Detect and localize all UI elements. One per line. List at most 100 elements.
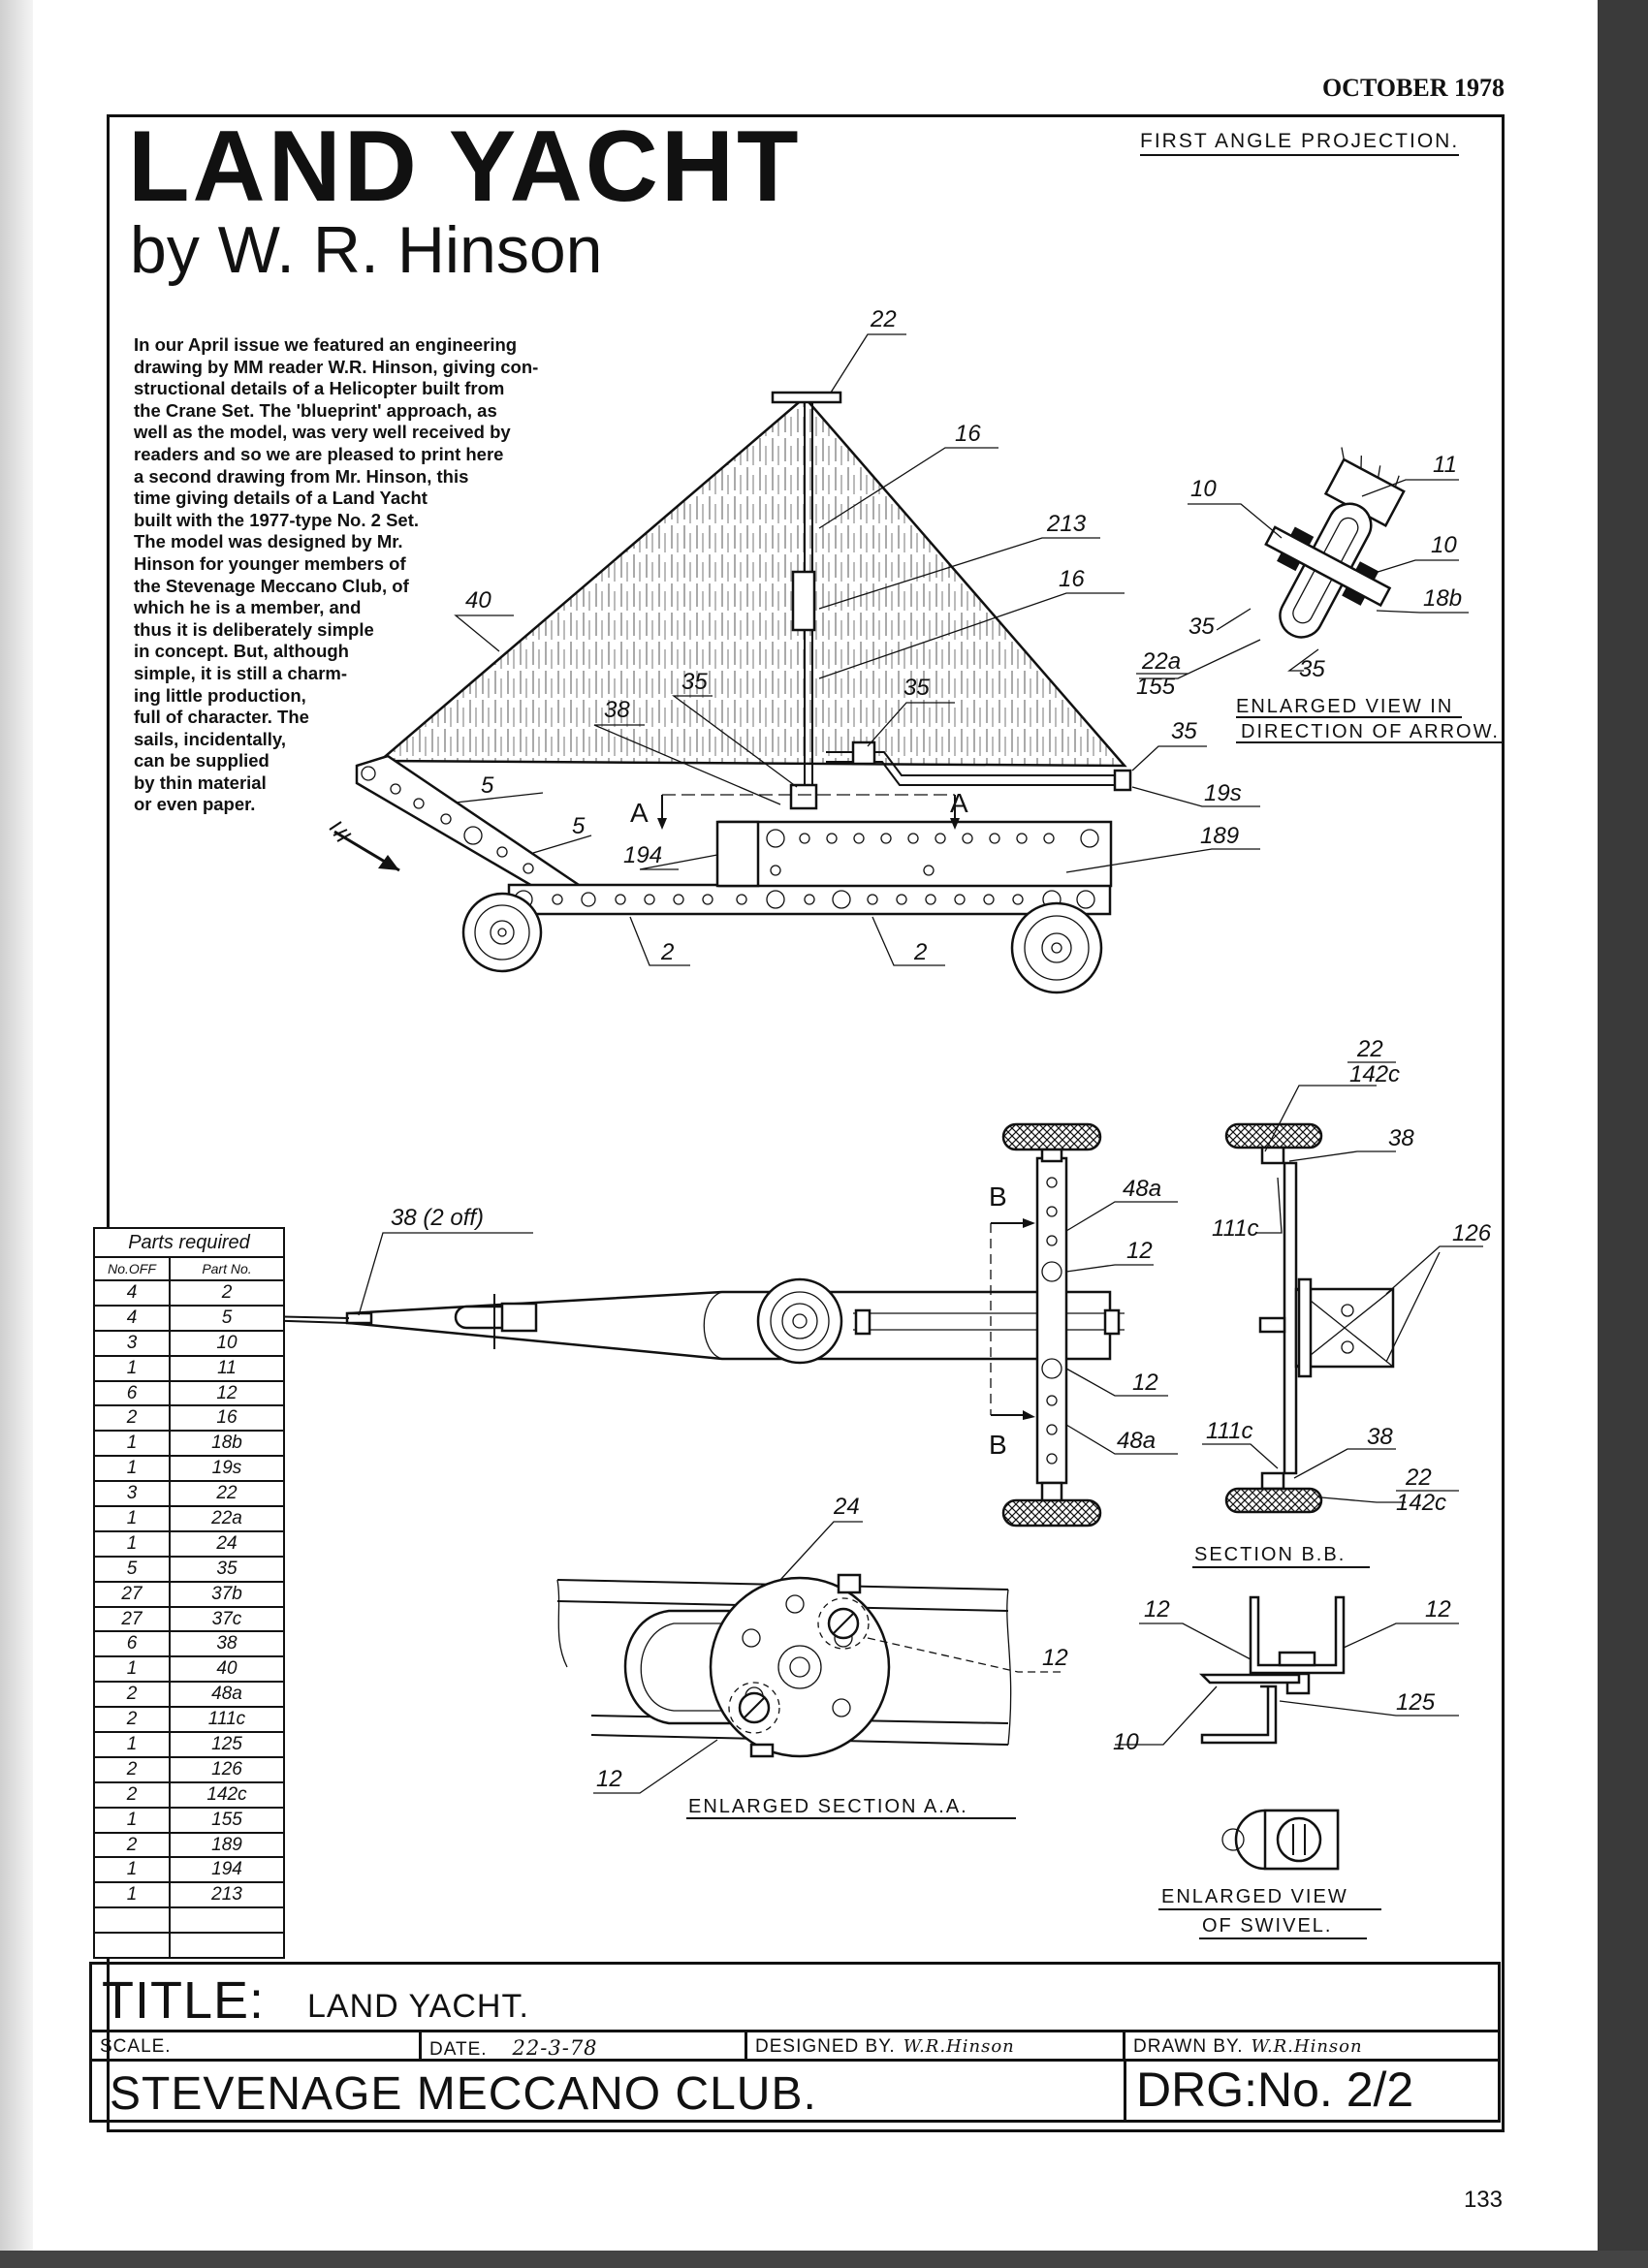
part-label: 12: [1132, 1370, 1158, 1396]
rear-tyre-bottom: [1001, 1498, 1102, 1528]
column-header-part: Part No.: [169, 1256, 285, 1281]
qty-cell: [93, 1932, 171, 1960]
intro-line: in concept. But, although: [134, 641, 349, 662]
part-label: 35: [681, 669, 708, 695]
part-label: 12: [1144, 1596, 1170, 1622]
section-b-mark: B: [989, 1181, 1007, 1212]
qty-cell: 1: [93, 1505, 171, 1532]
mast-head-pulley: [771, 391, 842, 404]
swivel-view: ENLARGED VIEW OF SWIVEL.: [1158, 1809, 1381, 1939]
part-label: 12: [1042, 1645, 1068, 1671]
direction-arrow: [329, 821, 400, 872]
part-cell: 194: [169, 1856, 285, 1884]
part-cell: 18b: [169, 1430, 285, 1458]
part-cell: 11: [169, 1354, 285, 1382]
part-label: 22a: [1141, 648, 1181, 675]
qty-cell: 2: [93, 1681, 171, 1709]
mast-coupling: [791, 570, 816, 632]
qty-cell: 4: [93, 1279, 171, 1307]
mast-boss: [789, 783, 818, 810]
part-cell: 155: [169, 1806, 285, 1834]
part-label: 194: [623, 842, 662, 868]
qty-cell: 1: [93, 1529, 171, 1558]
qty-cell: 1: [93, 1354, 171, 1382]
intro-line: the Crane Set. The 'blueprint' approach,…: [134, 399, 497, 421]
plan-wheel: [756, 1277, 843, 1365]
plan-view: B B 38 (2 off) 48a 12 12 48a: [258, 1122, 1178, 1528]
club-name: STEVENAGE MECCANO CLUB.: [110, 2068, 817, 2120]
part-label: 22: [1405, 1465, 1432, 1491]
designed-by-cell: DESIGNED BY.W.R.Hinson: [747, 2032, 1125, 2062]
part-label: 16: [1059, 566, 1085, 592]
column-header-qty: No.OFF: [93, 1256, 171, 1281]
part-cell: 22: [169, 1480, 285, 1508]
date-cell: DATE. 22-3-78: [422, 2032, 747, 2062]
section-b-mark: B: [989, 1430, 1007, 1460]
part-cell: 38: [169, 1630, 285, 1658]
intro-line: simple, it is still a charm-: [134, 662, 348, 683]
part-cell: 48a: [169, 1681, 285, 1709]
intro-line: the Stevenage Meccano Club, of: [134, 575, 409, 596]
chassis-strip: [507, 883, 1112, 916]
part-cell: 189: [169, 1831, 285, 1859]
boom-end-collar: [1113, 769, 1132, 792]
intro-line: drawing by MM reader W.R. Hinson, giving…: [134, 356, 539, 377]
intro-line: full of character. The: [134, 707, 309, 728]
qty-cell: 2: [93, 1831, 171, 1859]
part-label: 12: [596, 1766, 622, 1792]
sail: [376, 395, 1127, 768]
intro-line: built with the 1977-type No. 2 Set.: [134, 509, 419, 530]
part-label: 24: [833, 1494, 860, 1520]
qty-cell: 2: [93, 1780, 171, 1809]
drawing-number: DRG:No. 2/2: [1124, 2062, 1498, 2120]
swivel-collar: [851, 740, 876, 766]
part-label: 35: [903, 675, 930, 701]
date-value: 22-3-78: [512, 2036, 598, 2060]
main-title: LAND YACHT: [128, 110, 802, 223]
part-label: 38: [1367, 1424, 1393, 1450]
intro-line: time giving details of a Land Yacht: [134, 488, 428, 509]
part-label: 11: [1433, 452, 1457, 478]
date-label: DATE.: [429, 2039, 488, 2060]
plate-holes: [766, 829, 1099, 876]
qty-cell: [93, 1906, 171, 1935]
qty-cell: 3: [93, 1329, 171, 1357]
scale-label: SCALE.: [100, 2036, 172, 2057]
part-cell: 2: [169, 1279, 285, 1307]
drawing-frame: [107, 114, 1505, 2132]
part-cell: 24: [169, 1529, 285, 1558]
qty-cell: 1: [93, 1430, 171, 1458]
part-cell: 19s: [169, 1455, 285, 1483]
intro-paragraph: In our April issue we featured an engine…: [134, 334, 638, 816]
issue-date: OCTOBER 1978: [1321, 74, 1505, 102]
part-cell: [169, 1932, 285, 1960]
flanged-plate-194: [715, 820, 760, 888]
part-label: 38: [604, 697, 630, 723]
part-label: 18b: [1423, 585, 1462, 612]
section-a-mark: A: [630, 798, 649, 828]
page-edge-bottom: [0, 2251, 1648, 2268]
intro-line: or even paper.: [134, 794, 256, 815]
title-label: TITLE:: [102, 1971, 266, 2030]
title-value: LAND YACHT.: [307, 1988, 529, 2025]
qty-cell: 6: [93, 1630, 171, 1658]
view-caption: ENLARGED VIEW IN: [1236, 696, 1453, 717]
section-aa: 24 12 12 ENLARGED SECTION A.A.: [556, 1494, 1068, 1819]
qty-cell: 1: [93, 1455, 171, 1483]
scale-cell: SCALE.: [92, 2032, 422, 2062]
part-cell: 126: [169, 1755, 285, 1783]
page-number: 133: [1463, 2187, 1503, 2213]
part-cell: 142c: [169, 1780, 285, 1809]
